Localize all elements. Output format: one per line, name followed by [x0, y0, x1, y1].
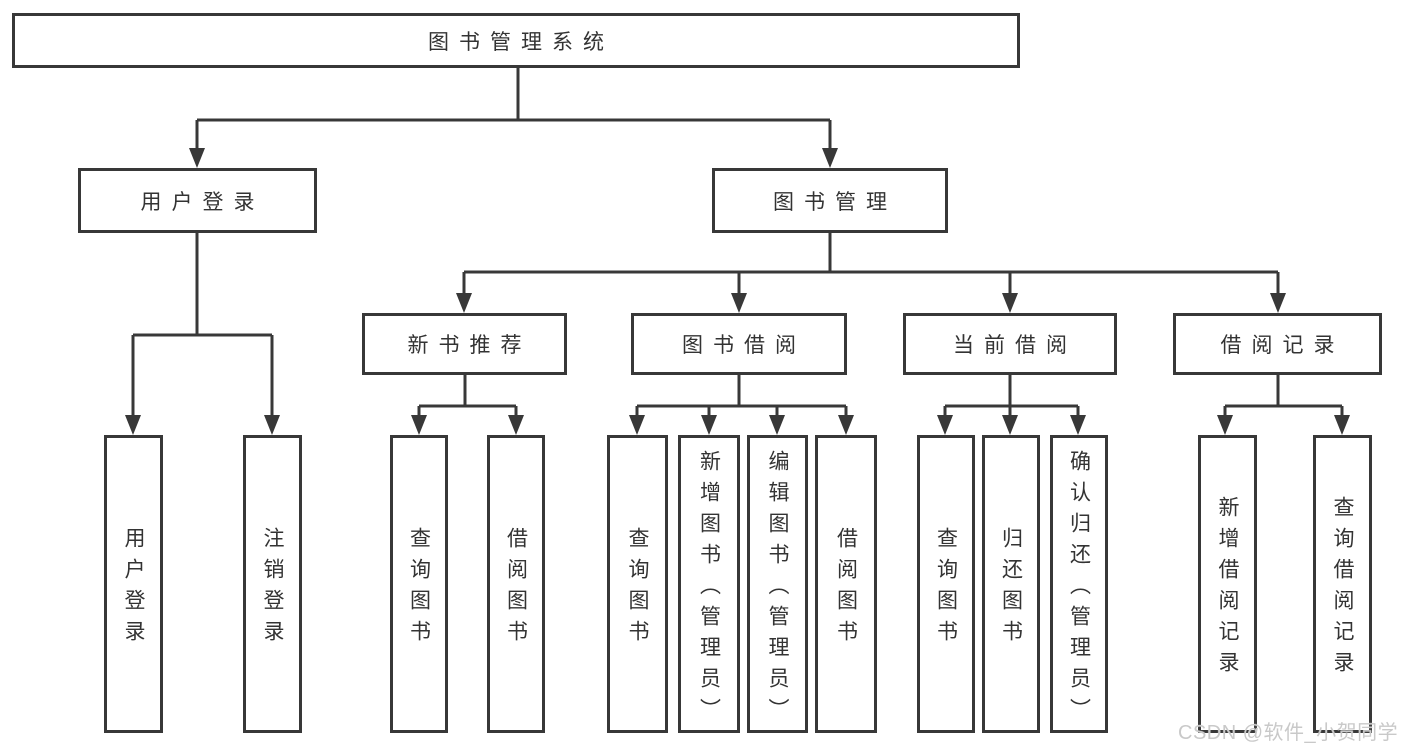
- leaf-query-books-current: 查询图书: [917, 435, 975, 733]
- node-label: 借阅记录: [1220, 334, 1345, 357]
- node-label: 注销登录: [261, 527, 284, 651]
- node-label: 新增图书（管理员）: [697, 449, 721, 729]
- node-label: 确认归还（管理员）: [1067, 449, 1091, 729]
- node-label: 新书推荐: [407, 334, 532, 357]
- node-label: 图书管理系统: [428, 30, 614, 54]
- node-label: 用户登录: [140, 190, 265, 214]
- node-borrowing-records: 借阅记录: [1173, 313, 1382, 375]
- node-label: 用户登录: [122, 527, 145, 651]
- leaf-edit-book-admin: 编辑图书（管理员）: [747, 435, 808, 733]
- watermark: CSDN @软件_小贺同学: [1178, 722, 1399, 744]
- leaf-add-book-admin: 新增图书（管理员）: [678, 435, 740, 733]
- node-label: 归还图书: [999, 527, 1023, 651]
- leaf-query-books-borrow: 查询图书: [607, 435, 668, 733]
- node-label: 查询图书: [626, 527, 649, 651]
- node-label: 借阅图书: [504, 527, 528, 651]
- leaf-add-borrow-record: 新增借阅记录: [1198, 435, 1257, 733]
- node-new-book-recommend: 新书推荐: [362, 313, 567, 375]
- leaf-logout: 注销登录: [243, 435, 302, 733]
- leaf-return-books: 归还图书: [982, 435, 1040, 733]
- leaf-borrow-books: 借阅图书: [815, 435, 877, 733]
- node-label: 借阅图书: [834, 527, 858, 651]
- leaf-query-books-recommend: 查询图书: [390, 435, 448, 733]
- leaf-query-borrow-record: 查询借阅记录: [1313, 435, 1372, 733]
- node-library-system: 图书管理系统: [12, 13, 1020, 68]
- node-label: 查询图书: [934, 527, 958, 651]
- leaf-confirm-return-admin: 确认归还（管理员）: [1050, 435, 1108, 733]
- node-label: 新增借阅记录: [1216, 496, 1239, 682]
- node-label: 查询图书: [407, 527, 431, 651]
- node-label: 图书借阅: [682, 334, 806, 357]
- node-label: 查询借阅记录: [1331, 496, 1354, 682]
- node-label: 当前借阅: [953, 334, 1077, 357]
- tree-edges: [131, 68, 1344, 417]
- leaf-borrow-books-recommend: 借阅图书: [487, 435, 545, 733]
- node-book-management: 图书管理: [712, 168, 948, 233]
- node-user-login: 用户登录: [78, 168, 317, 233]
- node-current-borrowing: 当前借阅: [903, 313, 1117, 375]
- leaf-user-login: 用户登录: [104, 435, 163, 733]
- node-label: 编辑图书（管理员）: [766, 449, 789, 729]
- node-book-borrowing: 图书借阅: [631, 313, 847, 375]
- node-label: 图书管理: [773, 190, 897, 214]
